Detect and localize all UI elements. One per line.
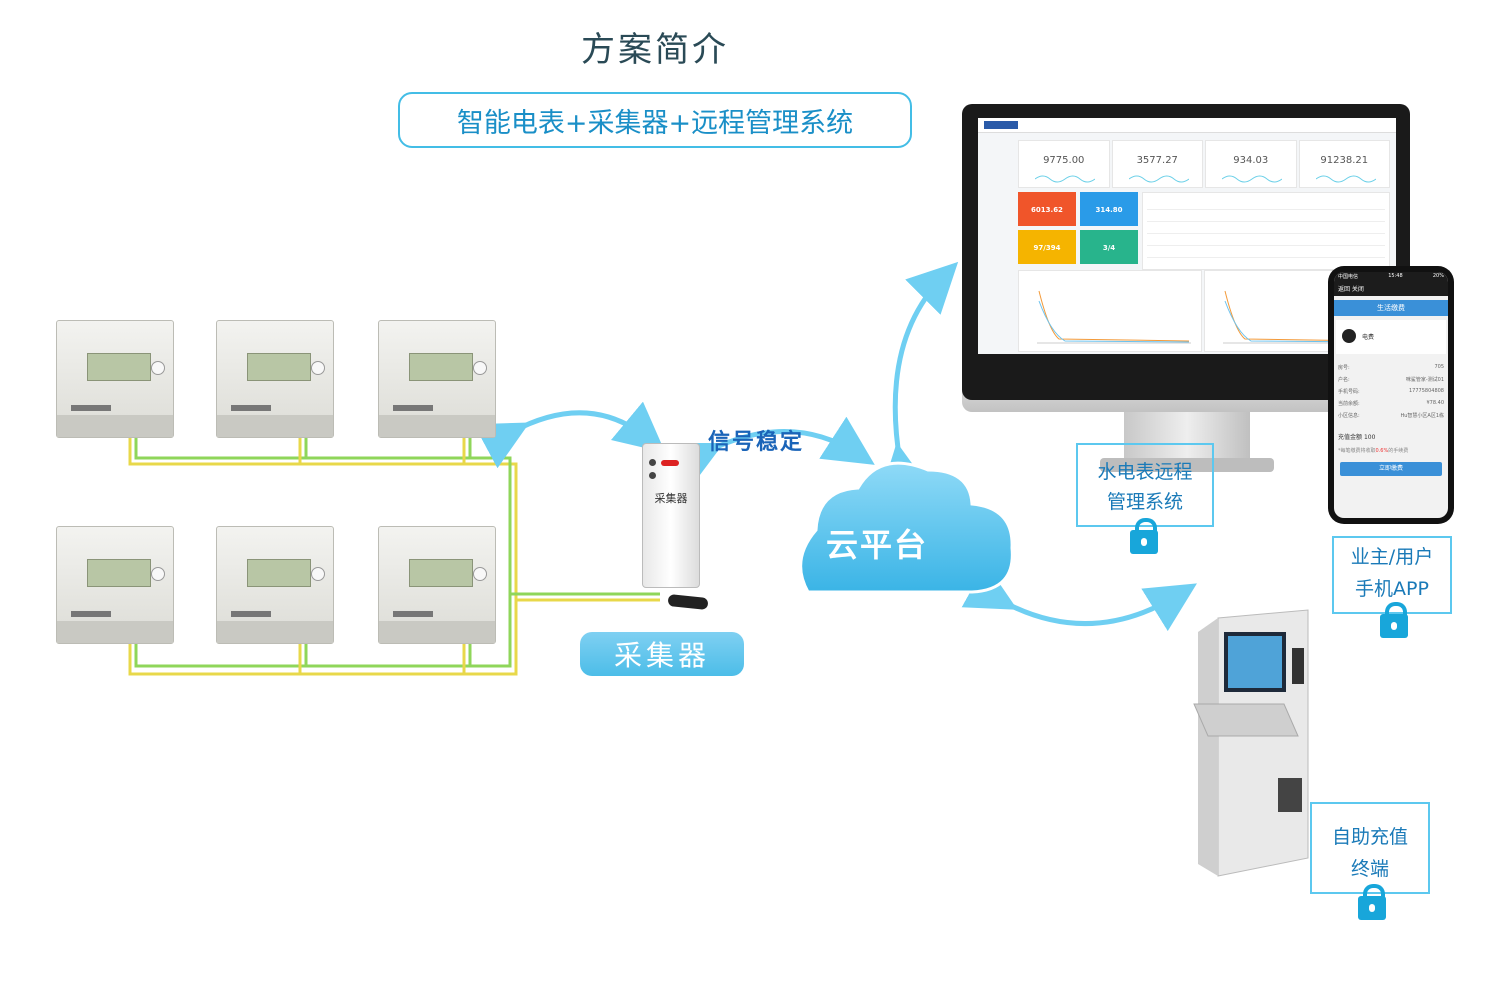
monitor-label-line2: 管理系统 bbox=[1106, 491, 1183, 513]
graph-panel bbox=[1018, 270, 1202, 352]
logo bbox=[984, 121, 1018, 129]
service-card[interactable]: 电费 bbox=[1336, 320, 1446, 354]
stat-card: 934.03 bbox=[1205, 140, 1297, 188]
cloud-label: 云平台 bbox=[826, 526, 929, 564]
collector-device bbox=[642, 443, 700, 588]
wires-bottom bbox=[128, 592, 660, 676]
data-table bbox=[1142, 192, 1390, 270]
stat-card: 9775.00 bbox=[1018, 140, 1110, 188]
tile-blue: 314.80 bbox=[1080, 192, 1138, 226]
stat-row: 9775.00 3577.27 934.03 91238.21 bbox=[1018, 140, 1390, 188]
arrow-cloud-kiosk bbox=[961, 563, 1197, 632]
tile-orange: 6013.62 bbox=[1018, 192, 1076, 226]
arrow-cloud-monitor bbox=[880, 261, 959, 496]
field-row: 手机号码:17775804808 bbox=[1338, 388, 1444, 395]
subtitle-box: 智能电表+采集器+远程管理系统 bbox=[398, 92, 912, 148]
stat-card: 3577.27 bbox=[1111, 140, 1203, 188]
electric-meter bbox=[216, 320, 334, 438]
electric-meter bbox=[378, 320, 496, 438]
phone-label-line1: 业主/用户 bbox=[1350, 546, 1434, 568]
field-row: 房号:705 bbox=[1338, 364, 1444, 371]
dashboard-nav bbox=[978, 118, 1396, 133]
electric-meter bbox=[216, 526, 334, 644]
dashboard-screen: 9775.00 3577.27 934.03 91238.21 6013.62 … bbox=[978, 118, 1396, 354]
field-row: 小区信息:Hu智慧小区A区1栋 bbox=[1338, 413, 1444, 419]
signal-label: 信号稳定 bbox=[708, 430, 805, 455]
electric-meter bbox=[56, 526, 174, 644]
monitor-base bbox=[1100, 458, 1274, 472]
phone-header: 生活缴费 bbox=[1334, 300, 1448, 316]
wires-top bbox=[128, 436, 518, 604]
arrow-meters-collector bbox=[473, 401, 666, 469]
fee-note: *每笔缴费将收取0.6%的手续费 bbox=[1338, 448, 1409, 454]
kiosk-label-line1: 自助充值 bbox=[1331, 826, 1408, 848]
monitor-label-line1: 水电表远程 bbox=[1097, 461, 1193, 483]
tile-yellow: 97/394 bbox=[1018, 230, 1076, 264]
lock-icon bbox=[1358, 884, 1386, 920]
arrow-collector-cloud bbox=[667, 416, 875, 488]
stat-card: 91238.21 bbox=[1298, 140, 1390, 188]
lock-icon bbox=[1130, 518, 1158, 554]
lock-icon bbox=[1380, 602, 1408, 638]
electric-meter bbox=[56, 320, 174, 438]
monitor-label-box: 水电表远程 管理系统 bbox=[1076, 443, 1214, 527]
collector-device-text: 采集器 bbox=[654, 492, 688, 505]
monitor-stand bbox=[1124, 412, 1250, 462]
page-title: 方案简介 bbox=[581, 30, 729, 70]
cloud-shape bbox=[799, 461, 1014, 594]
field-row: 当前余额:¥78.40 bbox=[1338, 400, 1444, 407]
kiosk-terminal bbox=[1193, 609, 1309, 877]
amount-row[interactable]: 充值金额 100 bbox=[1338, 434, 1376, 441]
phone-nav[interactable]: 返回 关闭 bbox=[1334, 282, 1448, 296]
kiosk-label-box: 自助充值 终端 bbox=[1310, 802, 1430, 894]
field-row: 户名:咪鲨管家-测试01 bbox=[1338, 377, 1444, 383]
pay-button[interactable]: 立即缴费 bbox=[1340, 462, 1442, 476]
kiosk-label-line2: 终端 bbox=[1350, 858, 1389, 880]
electric-meter bbox=[378, 526, 496, 644]
lightning-icon bbox=[1342, 329, 1356, 343]
collector-label: 采集器 bbox=[580, 632, 744, 676]
tile-green: 3/4 bbox=[1080, 230, 1138, 264]
phone-label-line2: 手机APP bbox=[1355, 578, 1429, 600]
